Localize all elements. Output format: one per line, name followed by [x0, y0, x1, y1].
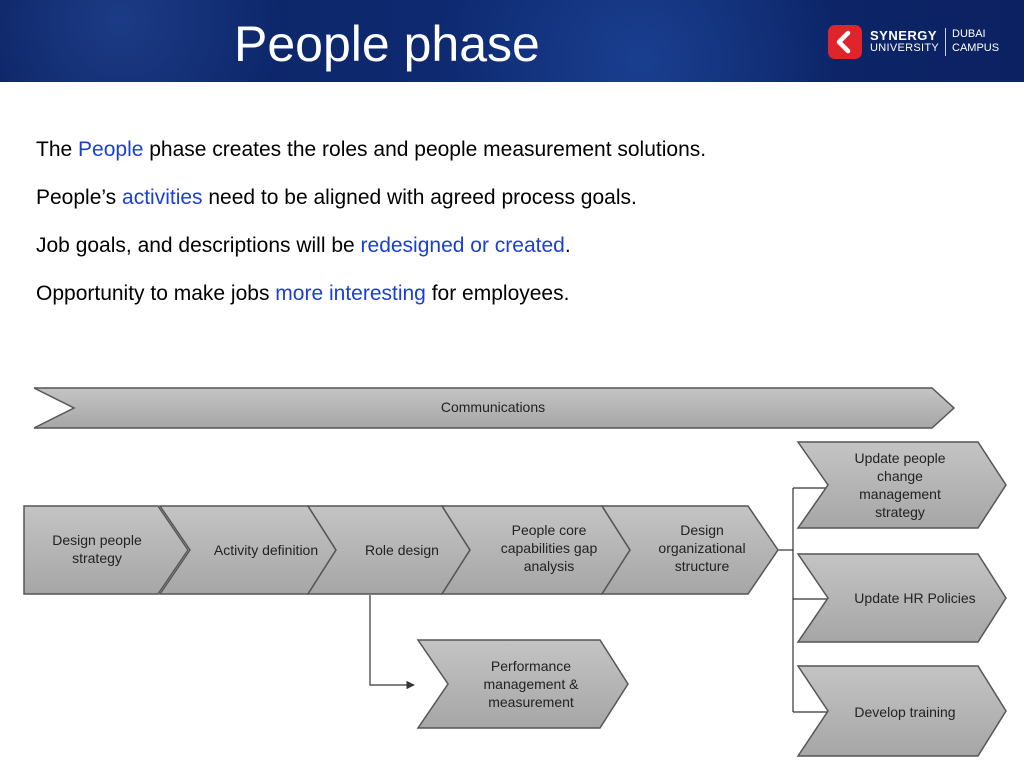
bullet-text: . [564, 234, 571, 257]
process-diagram: Communications Design people strategy Ac… [23, 387, 1007, 757]
step-1: Design people strategy [23, 505, 189, 595]
bullet-text: Opportunity to make jobs [36, 282, 276, 305]
step-1-label-2: strategy [72, 550, 122, 566]
step-3-label-1: Role design [365, 542, 439, 558]
university-logo: SYNERGY UNIVERSITY DUBAI CAMPUS [824, 22, 1014, 62]
bullet-highlight: more interesting [275, 282, 426, 305]
slide-title: People phase [234, 16, 540, 72]
bullet-highlight: activities [122, 186, 203, 209]
logo-name-line2: UNIVERSITY [870, 42, 940, 54]
step-5-label-1: Design [680, 522, 724, 538]
step-5: Design organizational structure [600, 505, 779, 595]
bullet-line: The People phase creates the roles and p… [36, 138, 996, 186]
outcome-3: Develop training [796, 665, 1007, 757]
step-5-label-2: organizational [658, 540, 745, 556]
bullet-highlight: redesigned or created [360, 234, 565, 257]
outcome-2: Update HR Policies [796, 553, 1007, 643]
branch-label-3: measurement [488, 694, 574, 710]
step-4-label-1: People core [512, 522, 587, 538]
step-5-label-3: structure [675, 558, 730, 574]
connector-branch [369, 595, 415, 690]
outcome-1-label-2: change [877, 468, 923, 484]
step-4-label-3: analysis [524, 558, 575, 574]
bullet-line: Opportunity to make jobs more interestin… [36, 282, 996, 330]
logo-divider [945, 28, 946, 56]
bullet-text: phase creates the roles and people measu… [143, 138, 707, 161]
bullet-text: The [36, 138, 79, 161]
bullet-highlight: People [78, 138, 144, 161]
communications-banner: Communications [33, 387, 956, 429]
bullet-line: Job goals, and descriptions will be rede… [36, 234, 996, 282]
outcome-1-label-1: Update people [854, 450, 945, 466]
bullet-list: The People phase creates the roles and p… [36, 138, 996, 330]
logo-name-line1: SYNERGY [870, 28, 938, 43]
bullet-text: need to be aligned with agreed process g… [202, 186, 637, 209]
communications-label: Communications [441, 399, 545, 415]
bullet-text: for employees. [425, 282, 570, 305]
step-1-label-1: Design people [52, 532, 142, 548]
branch-step: Performance management & measurement [416, 639, 629, 729]
logo-campus-line2: CAMPUS [952, 42, 1000, 54]
step-4-label-2: capabilities gap [501, 540, 598, 556]
step-4: People core capabilities gap analysis [440, 505, 631, 595]
outcome-1-label-4: strategy [875, 504, 925, 520]
outcome-1-label-3: management [859, 486, 941, 502]
branch-label-1: Performance [491, 658, 571, 674]
outcome-3-label-1: Develop training [854, 704, 955, 720]
bullet-line: People’s activities need to be aligned w… [36, 186, 996, 234]
chevron-logo-icon [828, 25, 862, 59]
step-2-label-1: Activity definition [214, 542, 318, 558]
branch-label-2: management & [484, 676, 580, 692]
bullet-text: Job goals, and descriptions will be [36, 234, 361, 257]
outcome-1: Update people change management strategy [796, 441, 1007, 529]
logo-campus-line1: DUBAI [952, 28, 986, 40]
bullet-text: People’s [36, 186, 123, 209]
outcome-2-label-1: Update HR Policies [854, 590, 975, 606]
slide-header: People phase SYNERGY UNIVERSITY DUBAI CA… [0, 0, 1024, 82]
